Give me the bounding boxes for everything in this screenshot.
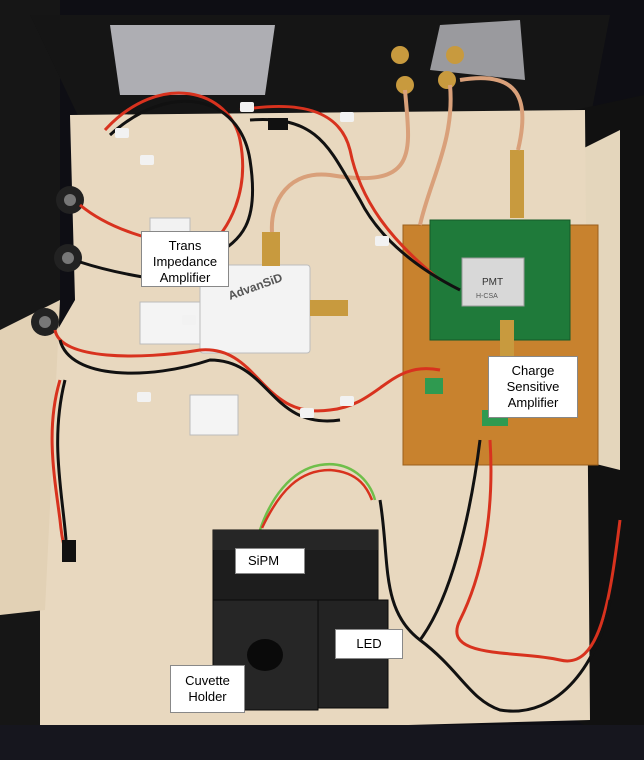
sma-connectors-top xyxy=(391,46,464,94)
twisted-pair xyxy=(258,462,377,531)
foil-patch-top-left xyxy=(110,25,275,95)
label-charge-sensitive-amplifier: Charge Sensitive Amplifier xyxy=(488,356,578,418)
label-cuvette-holder: Cuvette Holder xyxy=(170,665,245,713)
label-sipm: SiPM xyxy=(235,548,305,574)
wood-floor-left xyxy=(0,300,60,615)
pmt-chip-subtext: H-CSA xyxy=(476,293,498,300)
enclosure-bottom xyxy=(0,725,644,760)
bnc-connectors-left xyxy=(31,186,84,336)
pmt-chip-text: PMT xyxy=(482,277,503,288)
pin-connectors xyxy=(62,118,288,562)
label-led: LED xyxy=(335,629,403,659)
coax-cables xyxy=(269,76,525,233)
csa-perfboard: PMT H-CSA xyxy=(402,150,599,466)
label-trans-impedance-amplifier: Trans Impedance Amplifier xyxy=(141,231,229,287)
cable-ties xyxy=(115,102,389,418)
foil-patch-top-right xyxy=(430,20,525,80)
advansid-board: AdvanSiD xyxy=(199,232,348,354)
